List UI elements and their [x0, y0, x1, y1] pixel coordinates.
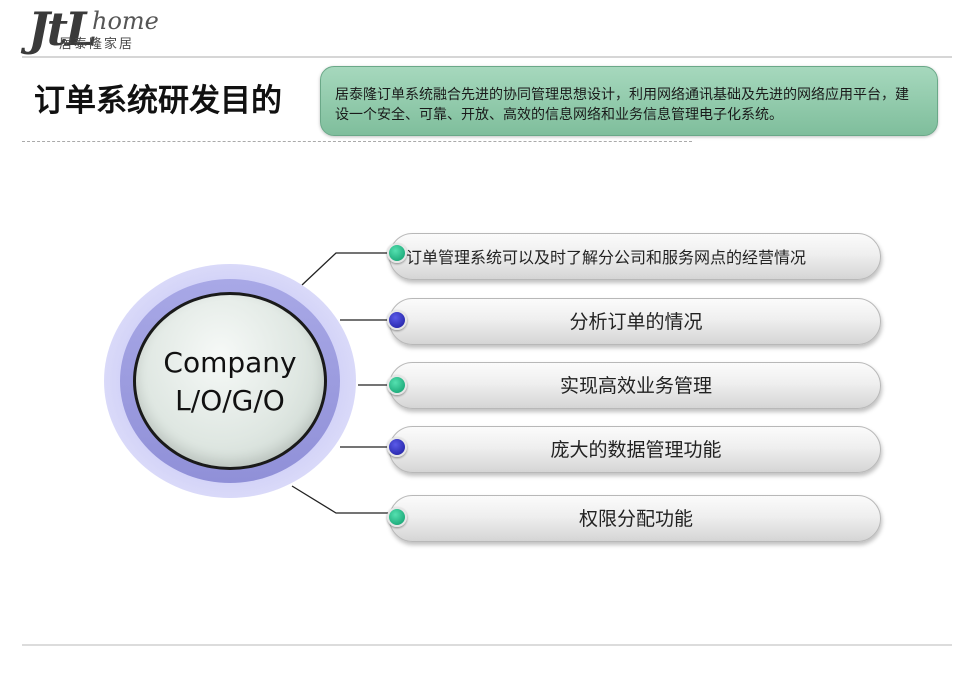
connector-1	[301, 252, 392, 286]
header-divider	[22, 56, 952, 58]
company-logo-line2: L/O/G/O	[175, 384, 285, 417]
company-logo-line1: Company	[163, 346, 297, 379]
logo-home: home	[92, 7, 159, 35]
goal-item-label: 权限分配功能	[578, 508, 693, 530]
connector-5	[291, 485, 392, 514]
goal-item-label: 实现高效业务管理	[559, 375, 712, 397]
goal-item-2: 分析订单的情况	[389, 298, 881, 345]
goal-item-label: 订单管理系统可以及时了解分公司和服务网点的经营情况	[406, 248, 807, 267]
goal-item-1: 订单管理系统可以及时了解分公司和服务网点的经营情况	[389, 233, 881, 280]
logo-script: JtL	[28, 2, 97, 56]
intro-callout: 居泰隆订单系统融合先进的协同管理思想设计，利用网络通讯基础及先进的网络应用平台，…	[320, 66, 938, 136]
title-divider	[22, 141, 692, 142]
goal-item-3: 实现高效业务管理	[389, 362, 881, 409]
bullet-dot-icon	[387, 310, 407, 330]
logo-subtitle: 居泰隆家居	[59, 37, 135, 52]
bullet-dot-icon	[387, 437, 407, 457]
bullet-dot-icon	[387, 375, 407, 395]
bullet-dot-icon	[387, 507, 407, 527]
company-logo-text: Company L/O/G/O	[133, 344, 327, 420]
bullet-dot-icon	[387, 243, 407, 263]
goal-item-4: 庞大的数据管理功能	[389, 426, 881, 473]
goal-item-label: 分析订单的情况	[569, 311, 703, 333]
page-title: 订单系统研发目的	[34, 83, 282, 119]
goal-item-5: 权限分配功能	[389, 495, 881, 542]
brand-logo: JtL home 居泰隆家居	[28, 2, 168, 58]
logo-circle	[133, 292, 327, 470]
footer-divider	[22, 644, 952, 646]
goal-item-label: 庞大的数据管理功能	[550, 439, 722, 461]
